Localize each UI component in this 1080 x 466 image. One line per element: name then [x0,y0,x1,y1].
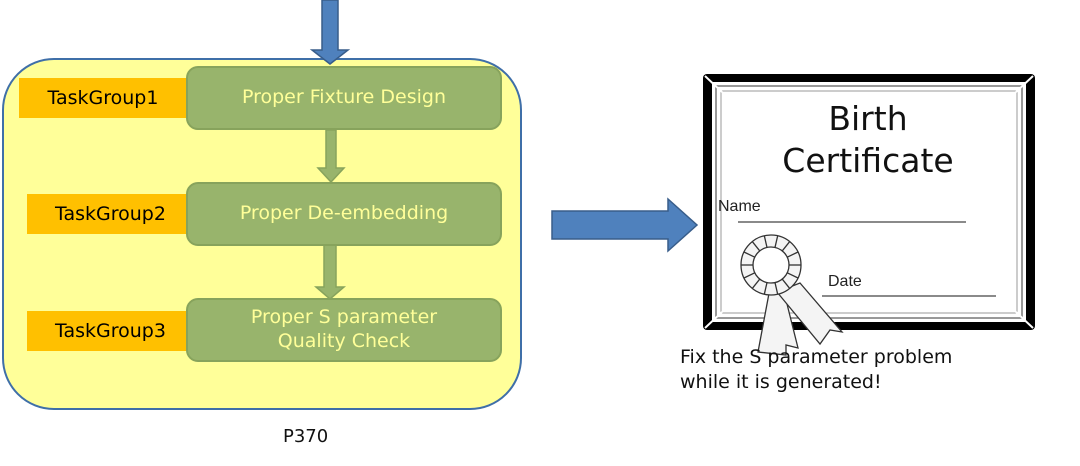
task-group-1-label: TaskGroup1 [19,78,187,118]
rosette-petal [751,241,761,252]
certificate-title-line2: Certificate [782,141,954,181]
step-proper-fixture-design: Proper Fixture Design [186,66,502,130]
output-arrow-icon [551,197,699,253]
step-2-text: Proper De-embedding [239,202,449,225]
flow-arrow-1-to-2-icon [316,129,346,184]
incoming-arrow-icon [309,0,351,65]
flow-arrow-2-to-3-icon [313,244,347,300]
step-proper-s-parameter-quality-check: Proper S parameter Quality Check [186,298,502,362]
rosette-petal [774,235,779,248]
rosette-petal [743,272,756,279]
rosette-petal [781,278,791,289]
task-group-3-text: TaskGroup3 [55,320,166,342]
rosette-ribbon-icon [740,234,844,356]
task-group-2-label: TaskGroup2 [27,194,194,234]
caption-line2: while it is generated! [680,370,882,393]
rosette-petal [763,235,768,248]
step-3-text-line2: Quality Check [277,330,411,352]
rosette-petal [786,272,799,279]
step-3-text-line1: Proper S parameter [250,306,438,329]
step-1-text: Proper Fixture Design [241,86,447,109]
rosette-petal [751,278,761,289]
rosette-petal [786,251,799,258]
task-group-1-text: TaskGroup1 [47,87,159,109]
certificate-caption: Fix the S parameter problem while it is … [680,345,952,394]
p370-label: P370 [283,426,329,447]
step-proper-de-embedding: Proper De-embedding [186,182,502,246]
rosette-petal [774,282,779,295]
rosette-petal [763,282,768,295]
task-group-2-text: TaskGroup2 [55,203,166,225]
task-group-3-label: TaskGroup3 [27,311,194,351]
caption-line1: Fix the S parameter problem [680,346,953,368]
certificate-title-line1: Birth [828,99,908,138]
certificate-date-label: Date [828,273,862,290]
certificate-title: Birth Certificate [720,98,1016,182]
rosette-petal [743,251,756,258]
certificate-name-label: Name [718,198,761,215]
rosette-petal [781,241,791,252]
